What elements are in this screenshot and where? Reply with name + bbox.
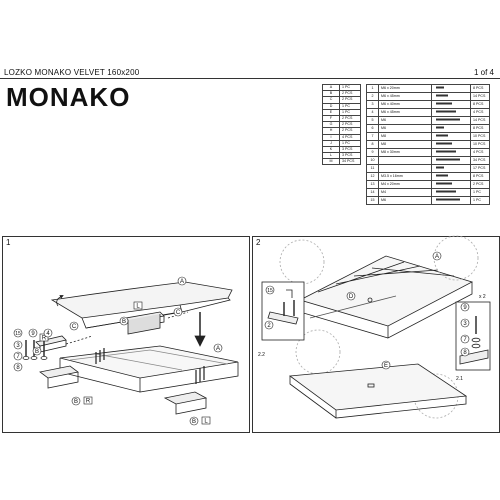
callout-8-step1: 8 <box>13 362 23 372</box>
header-divider <box>0 78 500 79</box>
step-2-number: 2 <box>256 238 261 247</box>
svg-text:4: 4 <box>46 331 50 337</box>
callout-c-step1: C <box>69 321 79 331</box>
svg-text:3: 3 <box>16 343 20 349</box>
callout-15-step1: 15 <box>13 328 23 338</box>
svg-text:8: 8 <box>16 365 20 371</box>
svg-text:B: B <box>122 319 126 325</box>
svg-text:L: L <box>136 304 140 310</box>
svg-text:7: 7 <box>463 337 467 343</box>
svg-text:R: R <box>42 336 47 342</box>
part-quantity: 1 PC <box>470 196 490 205</box>
page-indicator: 1 of 4 <box>473 68 494 77</box>
svg-text:C: C <box>176 310 181 316</box>
callout-b-top-l: B <box>119 316 129 326</box>
callout-a-bottom: A <box>213 343 223 353</box>
svg-text:9: 9 <box>31 331 35 337</box>
svg-text:2: 2 <box>267 323 271 329</box>
callout-e-step2: E <box>381 360 391 370</box>
callout-l-bottom: L <box>201 416 211 425</box>
svg-text:15: 15 <box>267 288 273 294</box>
part-quantity: 34 PCS <box>339 158 361 166</box>
callout-4-step1: 4 <box>43 328 53 338</box>
callout-15-step2: 15 <box>265 285 275 295</box>
quantity-x2: x 2 <box>479 294 486 300</box>
callout-b-bottom-r: B <box>71 396 81 406</box>
svg-text:D: D <box>349 294 354 300</box>
callout-c-mid: C <box>173 307 183 317</box>
callout-9-step1: 9 <box>28 328 38 338</box>
svg-text:L: L <box>204 419 208 425</box>
callout-l-top: L <box>133 301 143 310</box>
svg-text:3: 3 <box>463 321 467 327</box>
svg-text:B: B <box>74 399 78 405</box>
svg-text:B: B <box>192 419 196 425</box>
svg-text:7: 7 <box>16 354 20 360</box>
svg-text:8: 8 <box>463 350 467 356</box>
callout-3-step1: 3 <box>13 340 23 350</box>
page-title: MONAKO <box>6 82 131 112</box>
product-name: LOZKO MONAKO VELVET 160x200 <box>4 68 140 77</box>
callout-r-bottom: R <box>83 396 93 405</box>
callout-a-step1: A <box>177 276 187 286</box>
callout-7-step2: 7 <box>460 334 470 344</box>
callout-b-top-r: B <box>32 346 42 356</box>
center-beam-e <box>288 363 468 419</box>
callout-b-bottom-l: B <box>189 416 199 426</box>
step-1-panel <box>2 236 250 433</box>
svg-text:A: A <box>180 279 184 285</box>
detail-circle-top-left <box>279 239 325 285</box>
callout-3-step2: 3 <box>460 318 470 328</box>
callout-a-step2: A <box>432 251 442 261</box>
callout-9-step2: 9 <box>460 302 470 312</box>
bed-frame-top-view <box>298 255 474 339</box>
callout-8-step2: 8 <box>460 347 470 357</box>
detail-label-2-2: 2.2 <box>258 352 265 358</box>
svg-text:E: E <box>384 363 388 369</box>
svg-text:B: B <box>35 349 39 355</box>
svg-text:A: A <box>435 254 439 260</box>
bed-frame-bottom <box>59 345 239 393</box>
svg-text:A: A <box>216 346 220 352</box>
detail-label-2-1: 2.1 <box>456 376 463 382</box>
callout-2-step2: 2 <box>264 320 274 330</box>
svg-text:R: R <box>86 399 91 405</box>
detail-box-2-1 <box>455 301 491 371</box>
callout-7-step1: 7 <box>13 351 23 361</box>
svg-text:15: 15 <box>15 331 21 337</box>
callout-d-step2: D <box>346 291 356 301</box>
svg-text:C: C <box>72 324 77 330</box>
detail-circle-mid <box>295 329 341 375</box>
rotate-arrow <box>56 295 64 307</box>
leg-part-b-bottom <box>39 365 208 415</box>
step-1-number: 1 <box>6 238 11 247</box>
svg-text:9: 9 <box>463 305 467 311</box>
